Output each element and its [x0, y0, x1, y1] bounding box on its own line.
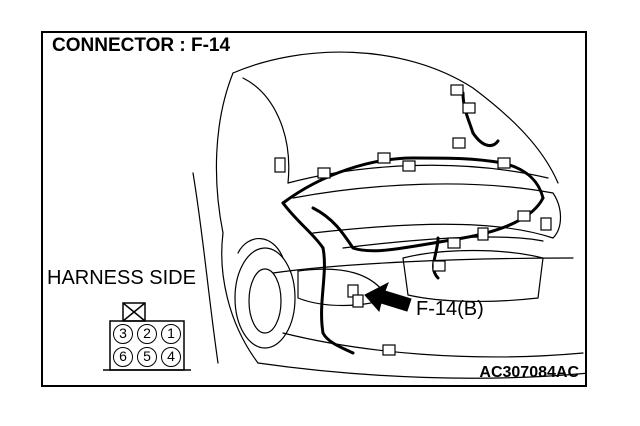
- pin-4: 4: [161, 347, 181, 367]
- pin-1: 1: [161, 324, 181, 344]
- diagram-code: AC307084AC: [479, 364, 579, 381]
- pin-5: 5: [137, 347, 157, 367]
- pointer-arrow: [364, 281, 412, 313]
- harness-side-label: HARNESS SIDE: [47, 267, 196, 289]
- pin-6: 6: [113, 347, 133, 367]
- diagram-frame: CONNECTOR : F-14 HARNESS SIDE F-14(B) 3 …: [41, 31, 587, 387]
- page-title: CONNECTOR : F-14: [52, 35, 231, 56]
- pin-2: 2: [137, 324, 157, 344]
- pin-3: 3: [113, 324, 133, 344]
- connector-callout-label: F-14(B): [416, 298, 484, 320]
- car-rear-illustration: [103, 51, 585, 379]
